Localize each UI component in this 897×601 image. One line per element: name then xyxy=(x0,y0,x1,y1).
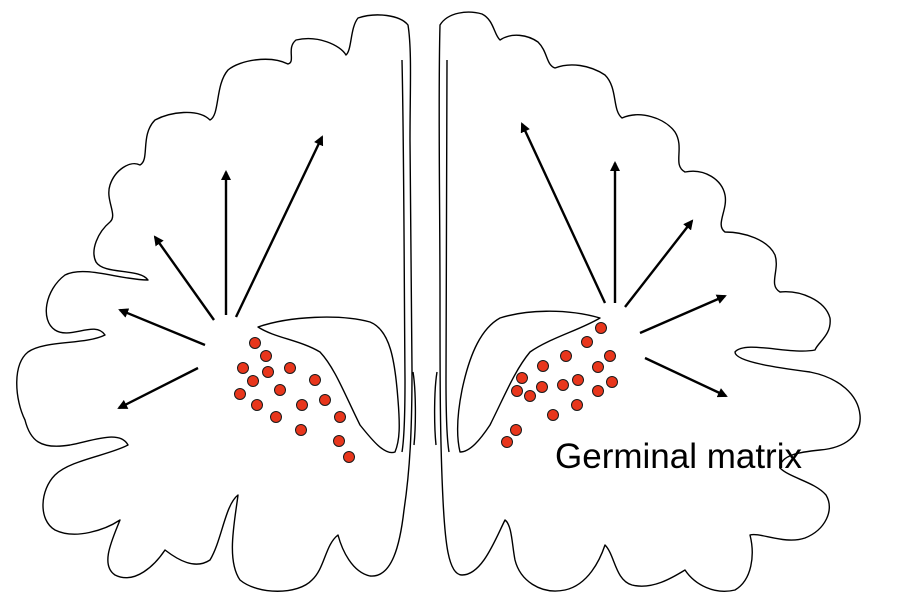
left-germinal-cell xyxy=(235,389,246,400)
left-germinal-cell xyxy=(261,351,272,362)
left-germinal-cell xyxy=(263,367,274,378)
right-germinal-cell xyxy=(517,373,528,384)
right-germinal-cell xyxy=(582,337,593,348)
germinal-matrix-label: Germinal matrix xyxy=(555,437,802,476)
left-hemisphere-outline xyxy=(17,15,412,591)
left-germinal-cell xyxy=(238,363,249,374)
right-germinal-cell xyxy=(573,375,584,386)
left-germinal-cell xyxy=(334,436,345,447)
right-germinal-cell xyxy=(525,391,536,402)
right-germinal-cell xyxy=(548,410,559,421)
right-germinal-cell xyxy=(537,382,548,393)
left-germinal-cell xyxy=(271,412,282,423)
right-germinal-cell xyxy=(538,361,549,372)
left-germinal-cell xyxy=(248,376,259,387)
right-germinal-cell xyxy=(607,377,618,388)
right-germinal-cell xyxy=(593,386,604,397)
left-germinal-cell xyxy=(310,375,321,386)
left-germinal-cell xyxy=(320,395,331,406)
left-germinal-cell xyxy=(250,338,261,349)
right-germinal-cell xyxy=(511,425,522,436)
left-germinal-cell xyxy=(252,400,263,411)
right-germinal-cell xyxy=(596,323,607,334)
right-germinal-cell xyxy=(593,362,604,373)
left-germinal-cell xyxy=(285,363,296,374)
right-germinal-cell xyxy=(561,351,572,362)
right-germinal-cell xyxy=(502,437,513,448)
left-germinal-cell xyxy=(335,412,346,423)
right-germinal-cell xyxy=(572,400,583,411)
right-germinal-cell xyxy=(512,386,523,397)
right-germinal-cell xyxy=(558,380,569,391)
left-germinal-cell xyxy=(296,425,307,436)
left-germinal-cell xyxy=(275,385,286,396)
right-germinal-cell xyxy=(605,351,616,362)
right-hemisphere-outline xyxy=(439,12,860,591)
right-midline-notch xyxy=(435,372,437,445)
left-germinal-cell xyxy=(297,400,308,411)
left-midline-notch xyxy=(413,372,415,445)
left-germinal-cell xyxy=(344,452,355,463)
